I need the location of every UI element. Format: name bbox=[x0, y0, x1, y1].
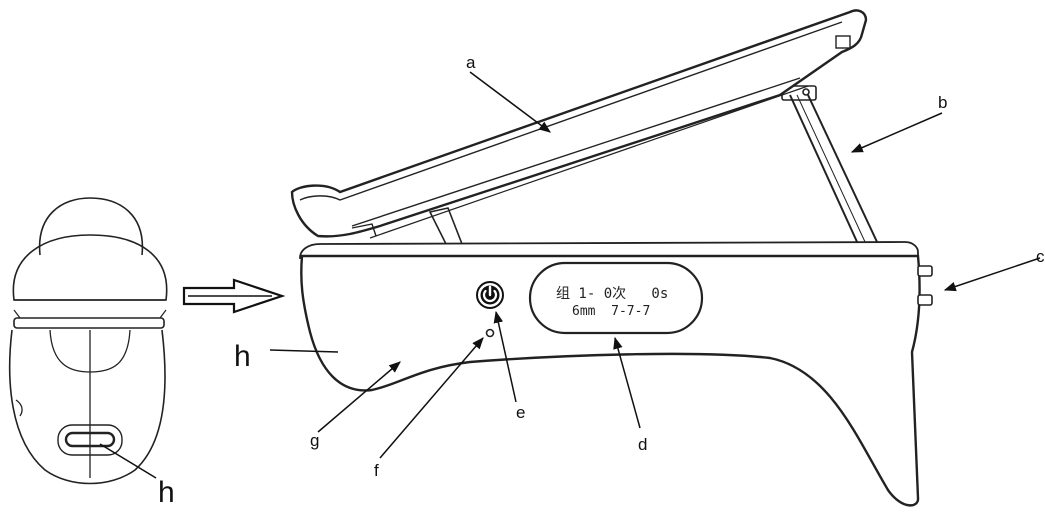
front-lower-body bbox=[8, 329, 166, 485]
front-view bbox=[8, 197, 168, 485]
display-line-1: 组 1- 0次 0s bbox=[556, 286, 668, 302]
label-f: f bbox=[374, 461, 379, 480]
top-cover bbox=[290, 9, 868, 239]
front-charge-port-housing bbox=[57, 424, 123, 456]
leader-a bbox=[469, 71, 551, 133]
leader-c bbox=[943, 257, 1041, 292]
front-top-dome bbox=[38, 197, 144, 256]
label-g: g bbox=[310, 431, 319, 450]
leader-lines bbox=[269, 71, 1041, 459]
label-h-side: h bbox=[234, 340, 251, 373]
leader-h-side bbox=[269, 349, 339, 353]
leader-f bbox=[379, 337, 484, 459]
power-icon[interactable] bbox=[476, 281, 504, 309]
leader-e bbox=[493, 310, 517, 403]
display-line-2: 6mm 7-7-7 bbox=[572, 304, 650, 319]
double-arrow-right-icon bbox=[182, 278, 286, 314]
inner-linkage bbox=[428, 207, 464, 245]
label-b: b bbox=[938, 93, 947, 112]
main-body bbox=[299, 241, 921, 507]
leader-d bbox=[613, 336, 641, 429]
label-a: a bbox=[466, 53, 476, 72]
support-rod bbox=[781, 85, 879, 245]
front-band bbox=[13, 317, 165, 329]
label-c: c bbox=[1036, 247, 1045, 266]
front-connector bbox=[917, 265, 933, 306]
label-e: e bbox=[516, 403, 525, 422]
label-h-front: h bbox=[158, 476, 175, 509]
indicator-light bbox=[485, 328, 495, 338]
label-d: d bbox=[638, 435, 647, 454]
leader-h-front bbox=[99, 443, 157, 479]
leader-b bbox=[850, 112, 943, 153]
display-screen: 组 1- 0次 0s 6mm 7-7-7 bbox=[528, 261, 704, 335]
leader-g bbox=[317, 361, 401, 433]
front-charge-port bbox=[64, 431, 116, 448]
front-upper-cap bbox=[12, 234, 168, 301]
